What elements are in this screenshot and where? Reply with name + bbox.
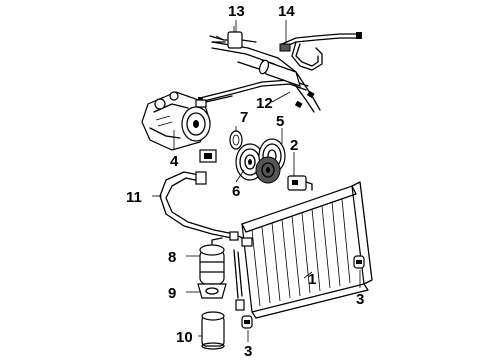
callout-12: 12 — [256, 95, 273, 112]
callout-6: 6 — [232, 183, 240, 200]
callout-3-right: 3 — [356, 291, 364, 308]
callout-9: 9 — [168, 285, 176, 302]
accumulator-cap-10 — [201, 311, 225, 350]
condenser-1 — [233, 181, 373, 319]
callout-2: 2 — [290, 137, 298, 154]
compressor-4 — [141, 91, 233, 151]
callout-11: 11 — [126, 189, 142, 206]
leader-lines — [152, 20, 361, 342]
fitting-block — [199, 149, 217, 163]
callout-8: 8 — [168, 249, 176, 266]
mount-3-bottom — [241, 315, 253, 329]
callout-3-bottom: 3 — [244, 343, 252, 360]
hose-14 — [279, 32, 362, 71]
callout-7: 7 — [240, 109, 248, 126]
callout-10: 10 — [176, 329, 193, 346]
callout-1: 1 — [308, 271, 316, 288]
bracket-9 — [197, 283, 227, 299]
callout-13: 13 — [228, 3, 245, 20]
hose-assembly-12 — [198, 35, 321, 113]
clutch-hub-5 — [255, 138, 286, 184]
callout-5: 5 — [276, 113, 284, 130]
hose-13 — [209, 26, 257, 49]
callout-14: 14 — [278, 3, 295, 20]
pressure-switch-2 — [287, 175, 313, 191]
condenser-fins — [251, 198, 351, 307]
clutch-shim-7 — [229, 130, 243, 150]
accumulator-8 — [199, 237, 225, 285]
mount-3-right — [353, 255, 365, 269]
callout-4: 4 — [170, 153, 179, 170]
